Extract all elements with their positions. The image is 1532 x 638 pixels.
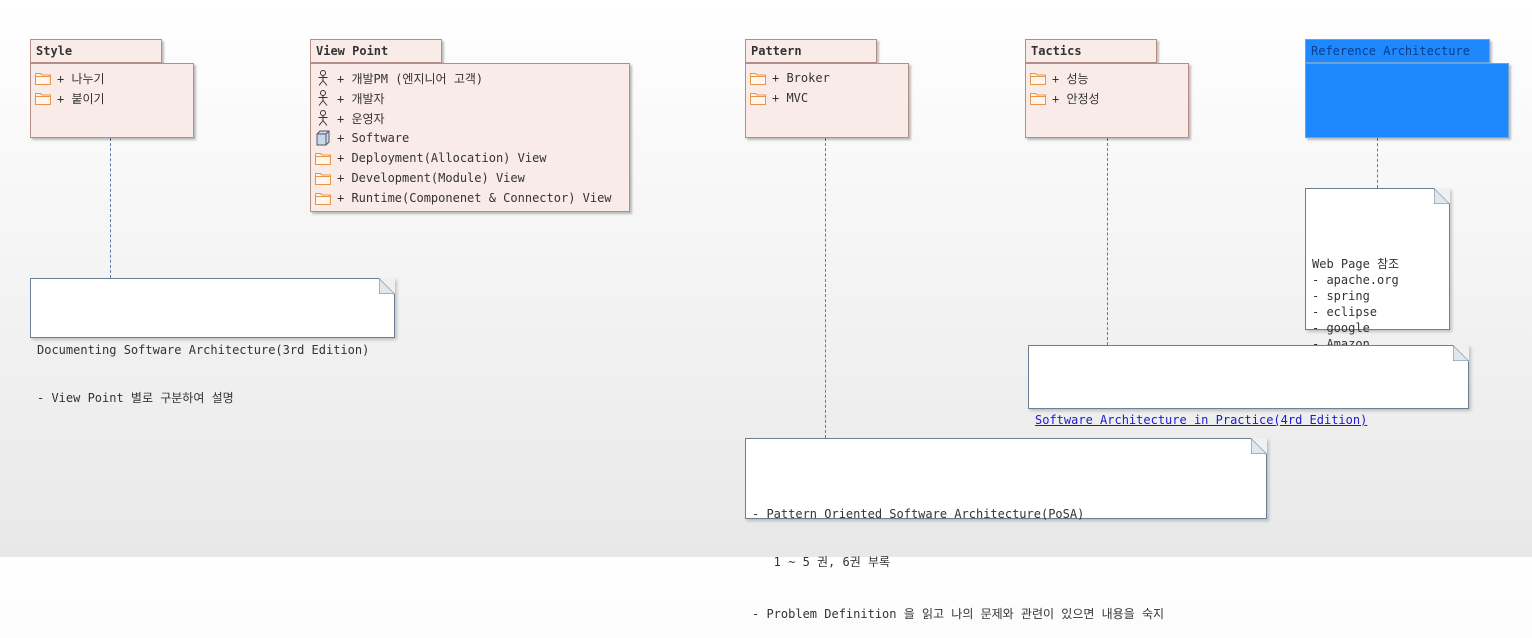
package-viewpoint-title: View Point [310,39,442,63]
package-style-title: Style [30,39,162,63]
note-fold-icon [1434,188,1450,204]
folder-icon [1030,70,1046,86]
note-tactics-link[interactable]: Software Architecture in Practice(4rd Ed… [1035,413,1368,427]
note-fold-icon [1251,438,1267,454]
note-line: - spring [1312,289,1370,303]
package-item[interactable]: + 운영자 [315,108,629,128]
folder-icon [315,150,331,166]
package-style-items: + 나누기 + 붙이기 [35,68,193,108]
package-item[interactable]: + 안정성 [1030,88,1188,108]
actor-icon [315,110,331,126]
package-item[interactable]: + 성능 [1030,68,1188,88]
note-pattern-line2: 1 ~ 5 권, 6권 부록 [752,555,891,569]
note-line: - eclipse [1312,305,1378,319]
note-pattern-line3: - Problem Definition 을 읽고 나의 문제와 관련이 있으면… [752,607,1165,621]
package-pattern-title: Pattern [745,39,877,63]
package-pattern-items: + Broker + MVC [750,68,908,108]
package-item[interactable]: + 개발자 [315,88,629,108]
package-viewpoint-items: + 개발PM (엔지니어 고객) + 개발자 + 운영자 + Software + De… [315,68,629,208]
note-line: Web Page 참조 [1312,257,1400,271]
package-item[interactable]: + MVC [750,88,908,108]
package-item-label: + 개발PM (엔지니어 고객) [337,71,484,86]
tactics-connector [1107,138,1108,345]
note-fold-icon [1453,345,1469,361]
package-item-label: + 개발자 [337,91,385,106]
note-reference[interactable]: Web Page 참조 - apache.org - spring - eclipse… [1305,188,1450,367]
package-reference-title: Reference Architecture [1305,39,1490,63]
package-item-label: + 나누기 [57,71,105,86]
package-item[interactable]: + Broker [750,68,908,88]
package-item-label: + Software [337,131,410,145]
folder-icon [315,190,331,206]
package-tactics-items: + 성능 + 안정성 [1030,68,1188,108]
node-icon [315,130,331,146]
package-item-label: + 성능 [1052,71,1089,86]
package-item[interactable]: + Software [315,128,629,148]
package-tactics-title: Tactics [1025,39,1157,63]
package-item-label: + 붙이기 [57,91,105,106]
package-item[interactable]: + 붙이기 [35,88,193,108]
folder-icon [750,70,766,86]
folder-icon [750,90,766,106]
reference-connector [1377,138,1378,188]
folder-icon [35,70,51,86]
package-item[interactable]: + 개발PM (엔지니어 고객) [315,68,629,88]
package-item[interactable]: + 나누기 [35,68,193,88]
pattern-connector [825,138,826,438]
note-style[interactable]: Documenting Software Architecture(3rd Ed… [30,278,395,405]
package-reference-body [1305,63,1509,138]
actor-icon [315,70,331,86]
style-connector [110,138,111,278]
package-item-label: + Broker [772,71,830,85]
note-tactics[interactable]: Software Architecture in Practice(4rd Ed… [1028,345,1469,475]
package-item-label: + MVC [772,91,809,105]
folder-icon [315,170,331,186]
package-item[interactable]: + Development(Module) View [315,168,629,188]
package-item-label: + 운영자 [337,111,385,126]
package-item-label: + 안정성 [1052,91,1100,106]
folder-icon [35,90,51,106]
package-item-label: + Runtime(Componenet & Connector) View [337,191,612,205]
package-item-label: + Deployment(Allocation) View [337,151,547,165]
note-style-line2: - View Point 별로 구분하여 설명 [37,391,234,405]
actor-icon [315,90,331,106]
package-viewpoint-body: + 개발PM (엔지니어 고객) + 개발자 + 운영자 + Software + De… [310,63,630,212]
folder-icon [1030,90,1046,106]
note-pattern-line1: - Pattern Oriented Software Architecture… [752,507,1085,521]
package-pattern-body: + Broker + MVC [745,63,909,138]
package-item[interactable]: + Deployment(Allocation) View [315,148,629,168]
note-line: - apache.org [1312,273,1399,287]
note-line: - google [1312,321,1370,335]
note-pattern[interactable]: - Pattern Oriented Software Architecture… [745,438,1267,621]
package-item[interactable]: + Runtime(Componenet & Connector) View [315,188,629,208]
package-tactics-body: + 성능 + 안정성 [1025,63,1189,138]
note-fold-icon [379,278,395,294]
note-style-line1: Documenting Software Architecture(3rd Ed… [37,343,370,357]
package-style-body: + 나누기 + 붙이기 [30,63,194,138]
package-item-label: + Development(Module) View [337,171,525,185]
